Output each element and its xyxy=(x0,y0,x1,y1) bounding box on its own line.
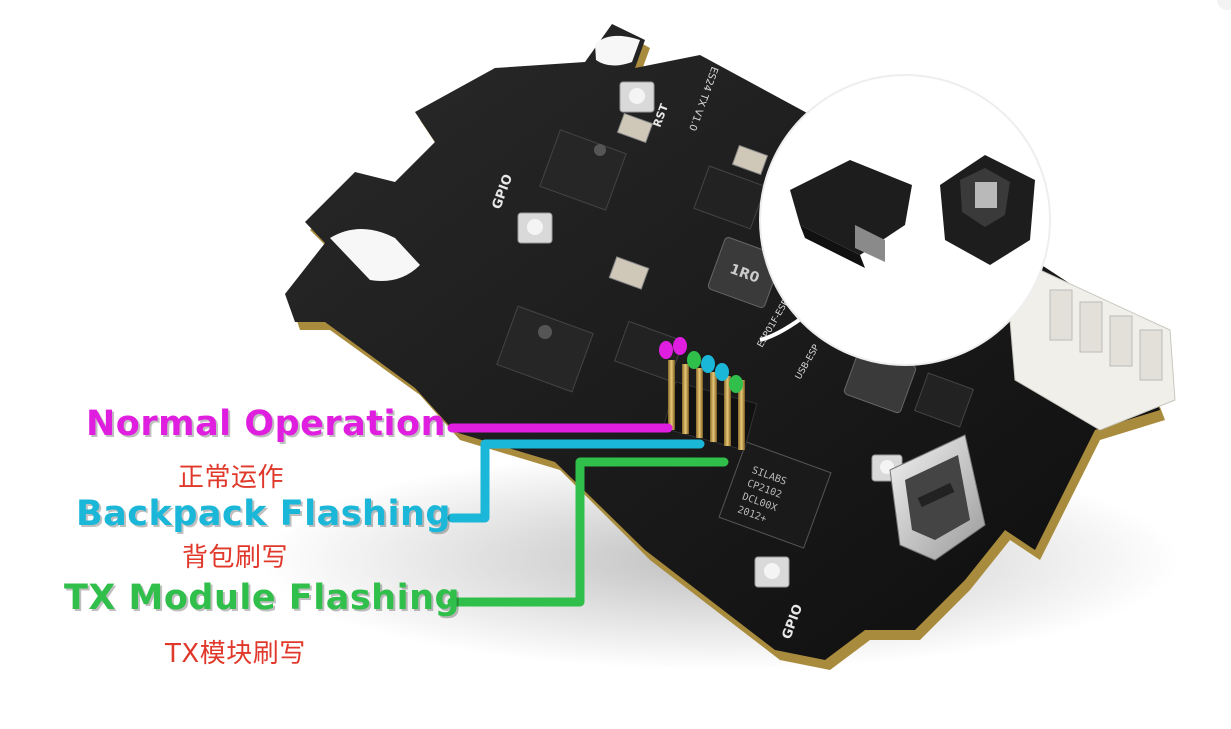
crystal-2 xyxy=(616,112,654,144)
label-normal-operation: Normal Operation xyxy=(86,404,446,444)
label-backpack-flashing: Backpack Flashing xyxy=(76,494,451,534)
crystal-1 xyxy=(608,256,650,290)
usb-c-port xyxy=(889,434,986,561)
leader-tx xyxy=(447,457,729,607)
inductor: 1R0 xyxy=(707,236,782,308)
button-rst xyxy=(619,81,655,113)
jumper-open-icon xyxy=(940,155,1035,265)
crystal-3 xyxy=(731,144,769,176)
leader-backpack xyxy=(447,439,705,523)
chip-small-1 xyxy=(693,165,767,230)
label-tx-module-flashing-cn: TX模块刷写 xyxy=(165,639,306,669)
jumper-inset xyxy=(759,74,1051,366)
pin-marker-cyan-1 xyxy=(701,355,715,373)
esp-chip-middle xyxy=(496,305,594,393)
board-notch-top xyxy=(595,35,640,66)
pin-marker-cyan-2 xyxy=(715,363,729,381)
jumper-closed-icon xyxy=(790,160,912,268)
pin-marker-green-1 xyxy=(687,351,701,369)
pin-marker-magenta-2 xyxy=(673,337,687,355)
button-gpio-top xyxy=(517,212,553,244)
label-backpack-flashing-cn: 背包刷写 xyxy=(182,543,289,573)
chip-small-2 xyxy=(613,320,685,382)
chip-small-3 xyxy=(913,372,975,428)
pin-marker-magenta-1 xyxy=(659,341,673,359)
label-normal-operation-cn: 正常运作 xyxy=(178,463,285,493)
jst-connector xyxy=(1009,269,1176,431)
label-tx-module-flashing: TX Module Flashing xyxy=(64,578,461,618)
cp2102-chip: SILABS CP2102 DCL00X 2012+ xyxy=(718,441,832,549)
board-notch xyxy=(330,229,420,281)
corner-mark xyxy=(1217,0,1231,10)
button-gpio-bottom xyxy=(754,556,790,588)
pin-marker-green-2 xyxy=(729,375,743,393)
esp-chip-top xyxy=(539,129,627,211)
pin-header xyxy=(662,360,758,451)
